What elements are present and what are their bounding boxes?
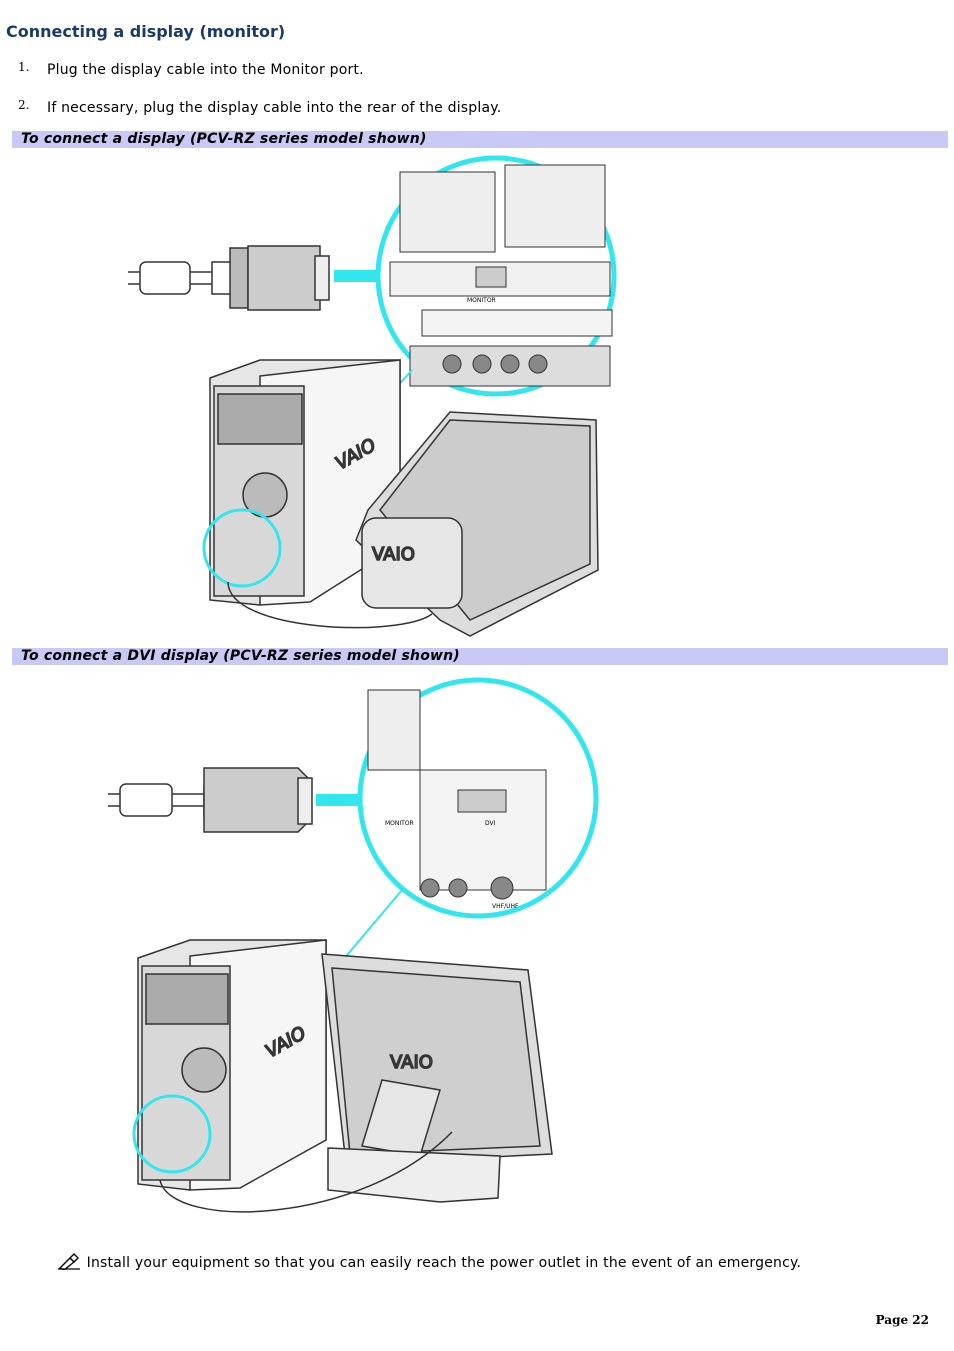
- step-text: Plug the display cable into the Monitor …: [47, 62, 364, 78]
- step-number: 1.: [18, 60, 30, 74]
- dvi-port-zoom-callout: MONITOR DVI VHF/UHF: [357, 677, 599, 919]
- lcd-monitor: VAIO: [321, 953, 553, 1203]
- computer-tower: VAIO: [137, 939, 327, 1191]
- figure-caption-bar: To connect a display (PCV-RZ series mode…: [12, 131, 948, 148]
- step-number: 2.: [18, 98, 30, 112]
- figure-caption: To connect a display (PCV-RZ series mode…: [21, 131, 427, 147]
- emergency-note: Install your equipment so that you can e…: [58, 1252, 801, 1271]
- port-label-vhf-uhf: VHF/UHF: [492, 903, 519, 910]
- page-number: Page 22: [875, 1313, 929, 1327]
- figure-caption: To connect a DVI display (PCV-RZ series …: [21, 648, 460, 664]
- crt-monitor: VAIO: [355, 411, 599, 637]
- note-pen-icon: [58, 1253, 80, 1270]
- note-text: Install your equipment so that you can e…: [86, 1255, 802, 1271]
- step-text: If necessary, plug the display cable int…: [47, 100, 502, 116]
- monitor-connection-illustration: MONITOR VAIO VAIO: [128, 155, 617, 637]
- port-label-dvi: DVI: [485, 820, 496, 827]
- dvi-cable-plug: [108, 767, 313, 833]
- page-title: Connecting a display (monitor): [6, 22, 286, 41]
- port-label-monitor: MONITOR: [467, 297, 496, 304]
- monitor-port-zoom-callout: MONITOR: [375, 155, 617, 397]
- port-label-monitor: MONITOR: [385, 820, 414, 827]
- dvi-connection-illustration: MONITOR DVI VHF/UHF VAIO VAIO: [108, 677, 599, 1213]
- figure-caption-bar: To connect a DVI display (PCV-RZ series …: [12, 648, 948, 665]
- vaio-logo-monitor: VAIO: [372, 544, 415, 565]
- vaio-logo-monitor: VAIO: [390, 1052, 433, 1073]
- vga-cable-plug: [128, 245, 330, 311]
